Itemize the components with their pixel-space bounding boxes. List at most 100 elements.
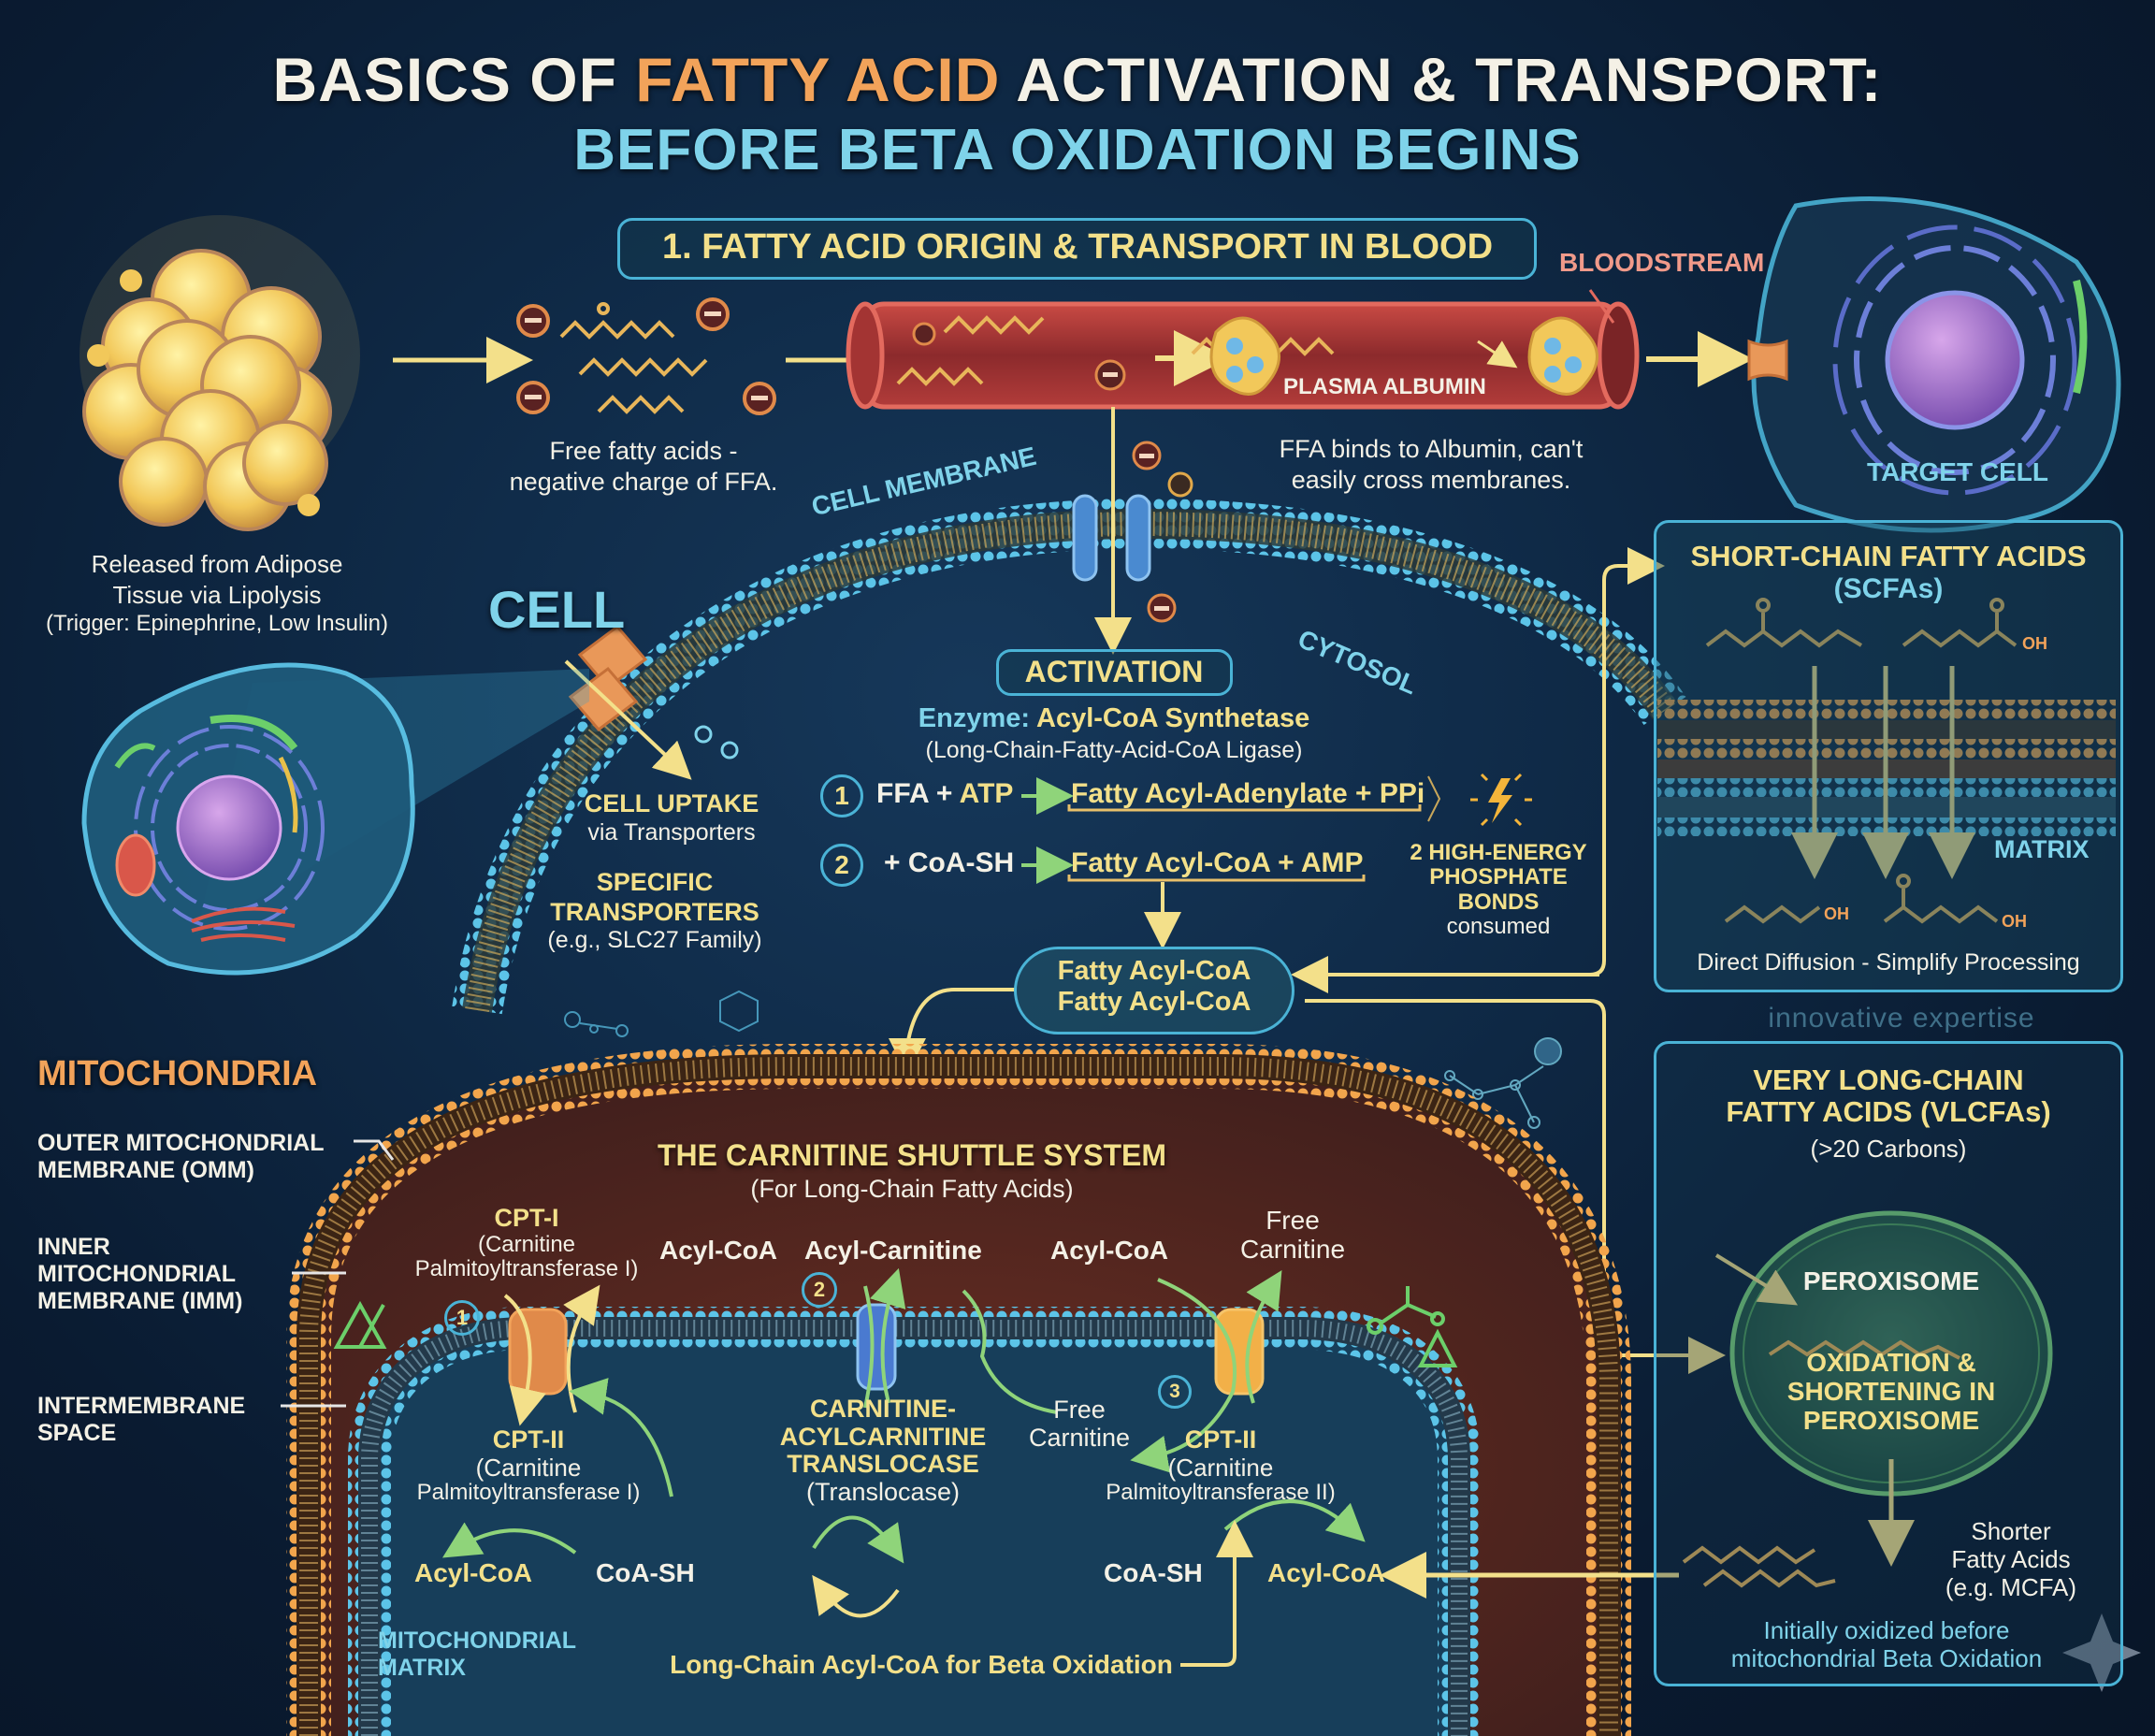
imm-label: INNER MITOCHONDRIAL MEMBRANE (IMM) <box>37 1234 242 1314</box>
energy-note-line1: 2 HIGH-ENERGY <box>1410 840 1587 865</box>
cpt2-full-line1: (Carnitine <box>1167 1453 1274 1482</box>
target-cell-illustration <box>1747 196 2121 533</box>
matrix-line2: MATRIX <box>378 1654 466 1681</box>
matrix-free-line1: Free <box>1053 1396 1106 1424</box>
shorter-line1: Shorter <box>1971 1517 2051 1545</box>
ffa-caption-line1: Free fatty acids - <box>549 437 738 465</box>
cpt2-label: CPT-II (Carnitine Palmitoyltransferase I… <box>1106 1425 1336 1506</box>
page-subtitle: BEFORE BETA OXIDATION BEGINS <box>573 118 1582 182</box>
bloodstream-label: BLOODSTREAM <box>1559 248 1765 277</box>
decorative-triangle-left <box>333 1300 387 1349</box>
negative-charge-icons-2 <box>1132 441 1193 623</box>
vlcfa-panel <box>1654 1041 2123 1686</box>
matrix-coash-left: CoA-SH <box>596 1558 695 1587</box>
shuttle-result: Long-Chain Acyl-CoA for Beta Oxidation <box>670 1650 1173 1679</box>
oh-label-2: OH <box>1824 904 1849 923</box>
matrix-acyl-coa-left: Acyl-CoA <box>414 1558 533 1587</box>
adipose-caption-line1: Released from Adipose <box>91 550 343 578</box>
cell-membrane-arc <box>452 498 1686 1015</box>
shuttle-step-1-badge: 1 <box>444 1300 480 1336</box>
scfa-panel <box>1654 520 2123 992</box>
reaction-arrows <box>1021 777 1074 884</box>
imm-line2: MITOCHONDRIAL <box>37 1260 237 1287</box>
cpt2-left-full-line2: Palmitoyltransferase I) <box>416 1480 641 1506</box>
fatty-acid-transporter-icon <box>568 624 648 732</box>
decorative-molecule-green <box>1367 1286 1458 1367</box>
cpt1-label: CPT-I (Carnitine Palmitoyltransferase I) <box>415 1204 639 1281</box>
albumin-caption-line1: FFA binds to Albumin, can't <box>1279 435 1584 463</box>
pill-line2: Fatty Acyl-CoA <box>1057 987 1251 1018</box>
translocase-line1: CARNITINE- <box>810 1395 956 1423</box>
ims-line1: INTERMEMBRANE <box>37 1393 246 1419</box>
translocase-line2: ACYLCARNITINE <box>779 1422 987 1451</box>
albumin-protein-icon <box>1209 316 1280 396</box>
vlcfa-caption-line2: mitochondrial Beta Oxidation <box>1730 1643 2043 1672</box>
ims-acyl-coa-1: Acyl-CoA <box>659 1236 778 1265</box>
ims-free-line1: Free <box>1266 1206 1320 1235</box>
cpt2-full-line2: Palmitoyltransferase II) <box>1106 1480 1336 1506</box>
omm-label: OUTER MITOCHONDRIAL MEMBRANE (OMM) <box>37 1130 324 1184</box>
matrix-coash-right: CoA-SH <box>1104 1558 1203 1587</box>
matrix-free-carnitine: Free Carnitine <box>1029 1396 1130 1452</box>
adipose-caption-line2: Tissue via Lipolysis <box>112 580 322 609</box>
oh-label-3: OH <box>2002 912 2027 931</box>
enzyme-prefix: Enzyme: <box>918 703 1037 733</box>
step-1-atp: ATP <box>959 778 1014 809</box>
lightning-energy-icon <box>1470 773 1532 827</box>
scfa-caption: Direct Diffusion - Simplify Processing <box>1697 949 2080 976</box>
cell-label: CELL <box>488 580 626 639</box>
cpt2-left-label: CPT-II (Carnitine Palmitoyltransferase I… <box>416 1425 641 1506</box>
title-part-2: ACTIVATION & TRANSPORT: <box>1000 45 1883 114</box>
transporters-title-line1: SPECIFIC <box>596 868 714 896</box>
section1-heading: 1. FATTY ACID ORIGIN & TRANSPORT IN BLOO… <box>661 227 1494 267</box>
mitochondria-label: MITOCHONDRIA <box>37 1054 318 1093</box>
imm-line1: INNER <box>37 1234 110 1260</box>
membrane-channel-blue <box>1072 494 1151 582</box>
energy-note-line2: PHOSPHATE <box>1429 864 1568 890</box>
title-highlight: FATTY ACID <box>635 45 1001 114</box>
vlcfa-caption-line1: Initially oxidized before <box>1763 1616 2010 1644</box>
peroxisome-label: PEROXISOME <box>1802 1266 1980 1295</box>
translocase-alt: (Translocase) <box>805 1478 961 1507</box>
enzyme-name: Acyl-CoA Synthetase <box>1036 703 1310 733</box>
ffa-caption: Free fatty acids - negative charge of FF… <box>510 436 778 498</box>
pill-line1: Fatty Acyl-CoA <box>1057 956 1251 986</box>
omm-line1: OUTER MITOCHONDRIAL <box>37 1130 325 1156</box>
scfa-molecules <box>1705 598 2018 924</box>
step-1-product: Fatty Acyl-Adenylate + PPi <box>1071 778 1425 809</box>
scfa-matrix-label: MATRIX <box>1994 835 2090 863</box>
scfa-abbr: (SCFAs) <box>1833 573 1944 604</box>
matrix-line1: MITOCHONDRIAL <box>378 1628 577 1654</box>
sparkle-icon <box>2062 1613 2141 1692</box>
vlcfa-title-line1: VERY LONG-CHAIN <box>1753 1063 2024 1096</box>
albumin-caption: FFA binds to Albumin, can't easily cross… <box>1280 434 1584 496</box>
specific-transporters-block: SPECIFIC TRANSPORTERS (e.g., SLC27 Famil… <box>547 868 761 954</box>
translocase-transporter <box>856 1303 897 1391</box>
page-title: BASICS OF FATTY ACID ACTIVATION & TRANSP… <box>272 45 1883 114</box>
fatty-acyl-coa-pill <box>1014 947 1294 1034</box>
step-1-reactants: FFA + ATP <box>876 778 1014 809</box>
shorter-line3: (e.g. MCFA) <box>1945 1572 2077 1601</box>
cpt2-left-full-line1: (Carnitine <box>475 1453 582 1482</box>
decorative-molecule-right <box>1444 1037 1562 1129</box>
decorative-molecule-left <box>564 990 759 1037</box>
cell-uptake-title: CELL UPTAKE <box>584 789 759 817</box>
target-cell-label: TARGET CELL <box>1867 457 2048 486</box>
process-line2: SHORTENING IN <box>1786 1376 1996 1406</box>
free-fatty-acid-molecules <box>559 302 708 414</box>
albumin-protein-icon-2 <box>1527 316 1598 396</box>
ims-line2: SPACE <box>37 1419 117 1446</box>
label-leader-lines <box>281 1139 395 1408</box>
albumin-caption-line2: easily cross membranes. <box>1291 465 1571 494</box>
process-line1: OXIDATION & <box>1806 1348 1976 1377</box>
peroxisome-process: OXIDATION & SHORTENING IN PEROXISOME <box>1786 1348 1996 1435</box>
vlcfa-subtitle: (>20 Carbons) <box>1810 1135 1967 1163</box>
activation-heading: ACTIVATION <box>1024 655 1204 688</box>
matrix-free-line2: Carnitine <box>1028 1423 1131 1452</box>
title-part-1: BASICS OF <box>272 45 636 114</box>
step-2-product: Fatty Acyl-CoA + AMP <box>1071 847 1364 878</box>
cpt1-transporter <box>508 1308 568 1396</box>
energy-note: 2 HIGH-ENERGY PHOSPHATE BONDS consumed <box>1410 840 1587 940</box>
shuttle-step-2-badge: 2 <box>802 1272 837 1308</box>
